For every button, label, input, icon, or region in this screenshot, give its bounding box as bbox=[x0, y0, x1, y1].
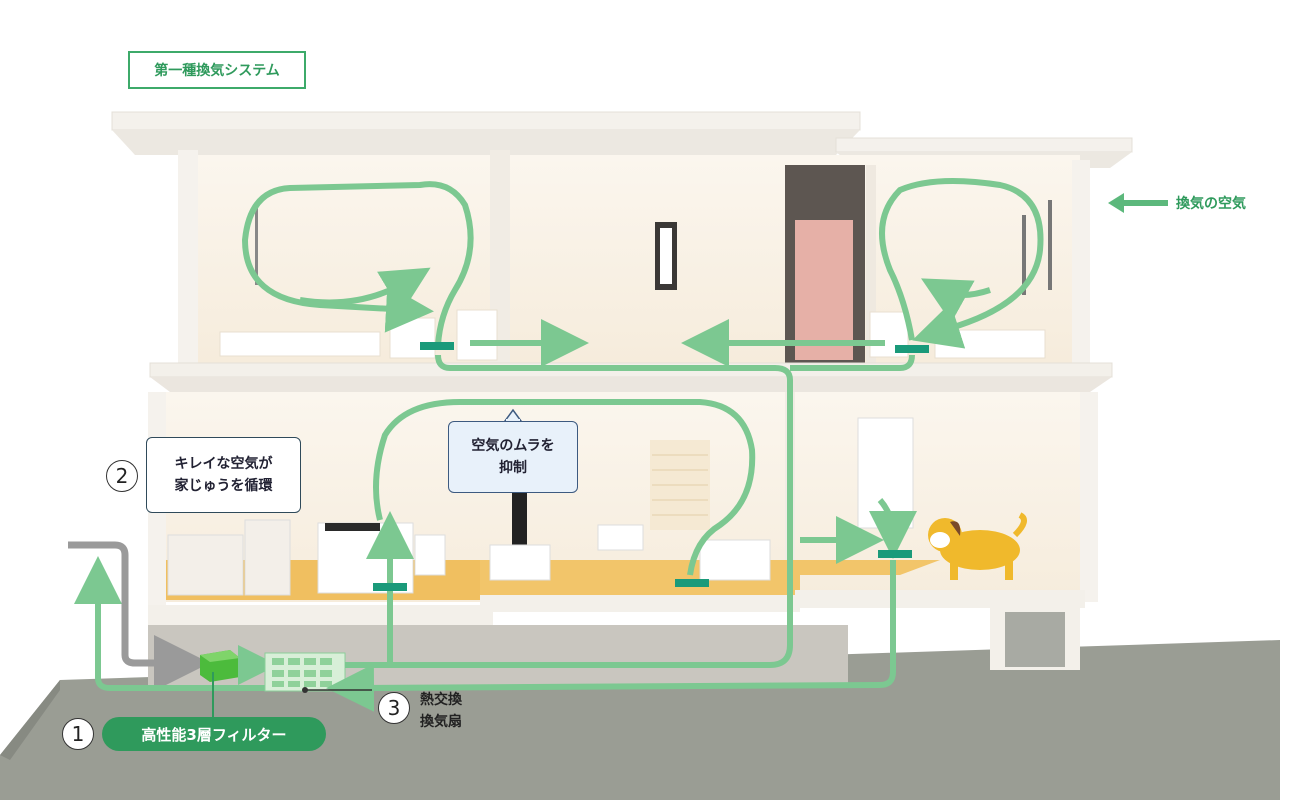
foundation bbox=[148, 605, 493, 625]
unevenness-line-1: 空気のムラを bbox=[471, 438, 555, 454]
heat-exchanger-fan bbox=[264, 652, 346, 692]
circulation-line-1: キレイな空気が bbox=[174, 456, 273, 472]
vent-grilles bbox=[373, 342, 929, 591]
circulation-line-2: 家じゅうを循環 bbox=[174, 478, 273, 494]
page-title: 第一種換気システム bbox=[128, 51, 306, 89]
outside-air-duct bbox=[68, 541, 210, 691]
filter-label: 高性能3層フィルター bbox=[102, 717, 326, 751]
arrow-left-icon bbox=[1108, 193, 1168, 213]
step-number-1: 1 bbox=[62, 718, 94, 750]
step-number-3: 3 bbox=[378, 692, 410, 724]
staircase bbox=[650, 440, 710, 530]
exhaust-duct bbox=[74, 556, 400, 691]
step-number-2: 2 bbox=[106, 460, 138, 492]
closet-door bbox=[795, 220, 853, 360]
fan-label-line-1: 熱交換 bbox=[420, 692, 462, 708]
unevenness-line-2: 抑制 bbox=[499, 460, 527, 476]
dog-illustration bbox=[928, 512, 1027, 580]
airflow-paths bbox=[241, 178, 1044, 712]
fan-label: 熱交換 換気扇 bbox=[420, 689, 462, 733]
filter-unit bbox=[200, 650, 240, 682]
legend-label: 換気の空気 bbox=[1176, 196, 1246, 212]
fan-label-line-2: 換気扇 bbox=[420, 714, 462, 730]
circulation-callout: キレイな空気が 家じゅうを循環 bbox=[146, 437, 301, 513]
unevenness-callout: 空気のムラを 抑制 bbox=[448, 421, 578, 493]
legend: 換気の空気 bbox=[1108, 193, 1246, 213]
roof-upper bbox=[111, 111, 861, 131]
